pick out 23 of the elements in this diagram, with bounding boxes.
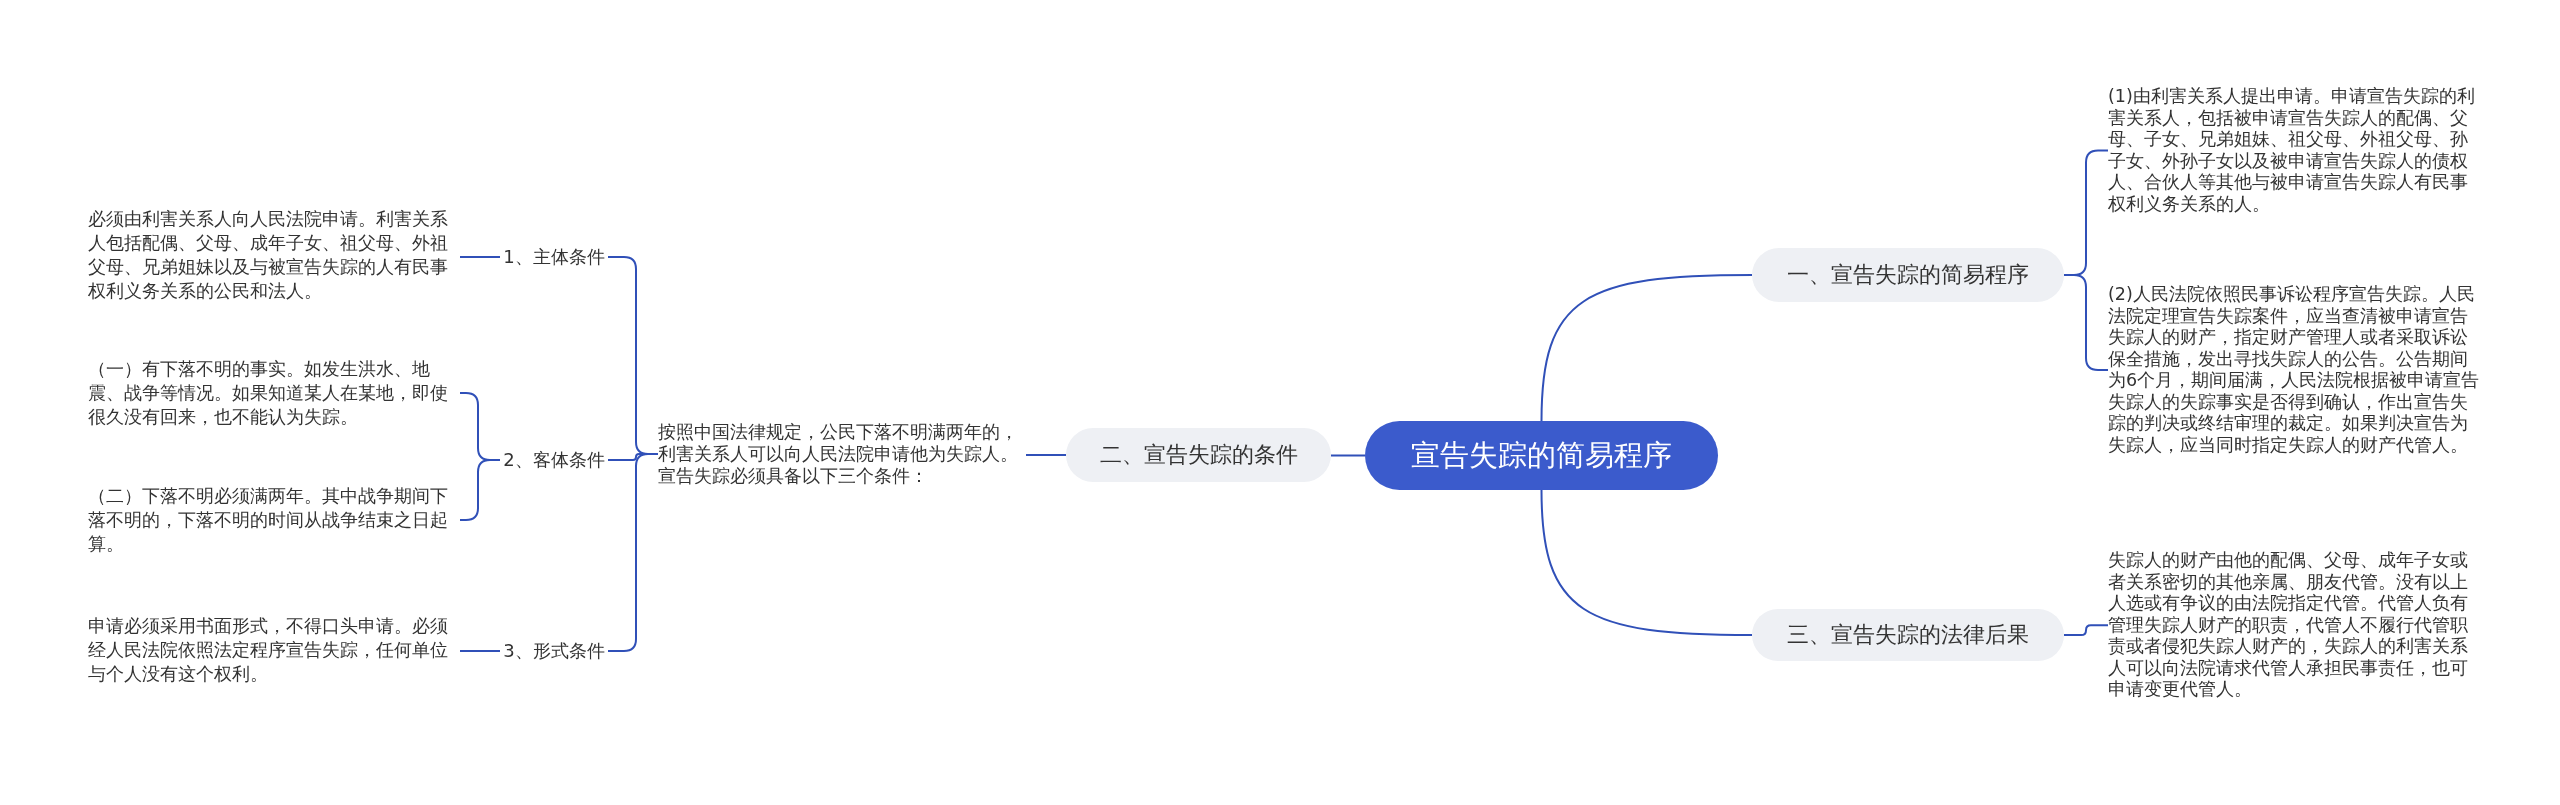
connector-line: [459, 459, 501, 521]
note-text: 按照中国法律规定，公民下落不明满两年的，利害关系人可以向人民法院申请他为失踪人。宣告失踪必须具备以下三个条件：: [658, 421, 1026, 487]
note-text: 必须由利害关系人向人民法院申请。利害关系人包括配偶、父母、成年子女、祖父母、外祖父母、兄弟姐妹以及与被宣告失踪的人有民事权利义务关系的公民和法人。: [88, 207, 460, 303]
subtopic-label: 1、主体条件: [500, 240, 608, 274]
topic-pill: 三、宣告失踪的法律后果: [1752, 609, 2064, 661]
note-text: （一）有下落不明的事实。如发生洪水、地震、战争等情况。如果知道某人在某地，即使很久没有回来，也不能认为失踪。: [88, 357, 460, 429]
topic-pill: 二、宣告失踪的条件: [1066, 428, 1331, 482]
note-text: (2)人民法院依照民事诉讼程序宣告失踪。人民法院定理宣告失踪案件，应当查清被申请宣告失踪人的财产，指定财产管理人或者采取诉讼保全措施，发出寻找失踪人的公告。公告期间为6个月，期间届满，人民法院根据被申请宣告失踪人的失踪事实是否得到确认，作出宣告失踪的判决或终结审理的裁定。如果判决宣告为失踪人，应当同时指定失踪人的财产代管人。: [2108, 284, 2480, 456]
note-text: （二）下落不明必须满两年。其中战争期间下落不明的，下落不明的时间从战争结束之日起算。: [88, 484, 460, 556]
connector-line: [459, 256, 501, 258]
connector-line: [1540, 489, 1753, 636]
connector-line: [1330, 454, 1366, 457]
subtopic-label: 3、形式条件: [500, 634, 608, 668]
connector-line: [2063, 624, 2109, 636]
subtopic-label: 2、客体条件: [500, 443, 608, 477]
connector-line: [459, 650, 501, 652]
topic-pill: 一、宣告失踪的简易程序: [1752, 248, 2064, 302]
note-text: 申请必须采用书面形式，不得口头申请。必须经人民法院依照法定程序宣告失踪，任何单位与个人没有这个权利。: [88, 614, 460, 686]
connector-line: [1540, 274, 1753, 422]
connector-line: [1025, 454, 1067, 456]
central-topic-pill: 宣告失踪的简易程序: [1365, 421, 1718, 490]
note-text: 失踪人的财产由他的配偶、父母、成年子女或者关系密切的其他亲属、朋友代管。没有以上人选或有争议的由法院指定代管。代管人负有管理失踪人财产的职责，代管人不履行代管职责或者侵犯失踪人财产的，失踪人的利害关系人可以向法院请求代管人承担民事责任，也可申请变更代管人。: [2108, 550, 2480, 701]
note-text: (1)由利害关系人提出申请。申请宣告失踪的利害关系人，包括被申请宣告失踪人的配偶、父母、子女、兄弟姐妹、祖父母、外祖父母、孙子女、外孙子女以及被申请宣告失踪人的债权人、合伙人等其他与被申请宣告失踪人有民事权利义务关系的人。: [2108, 86, 2480, 215]
